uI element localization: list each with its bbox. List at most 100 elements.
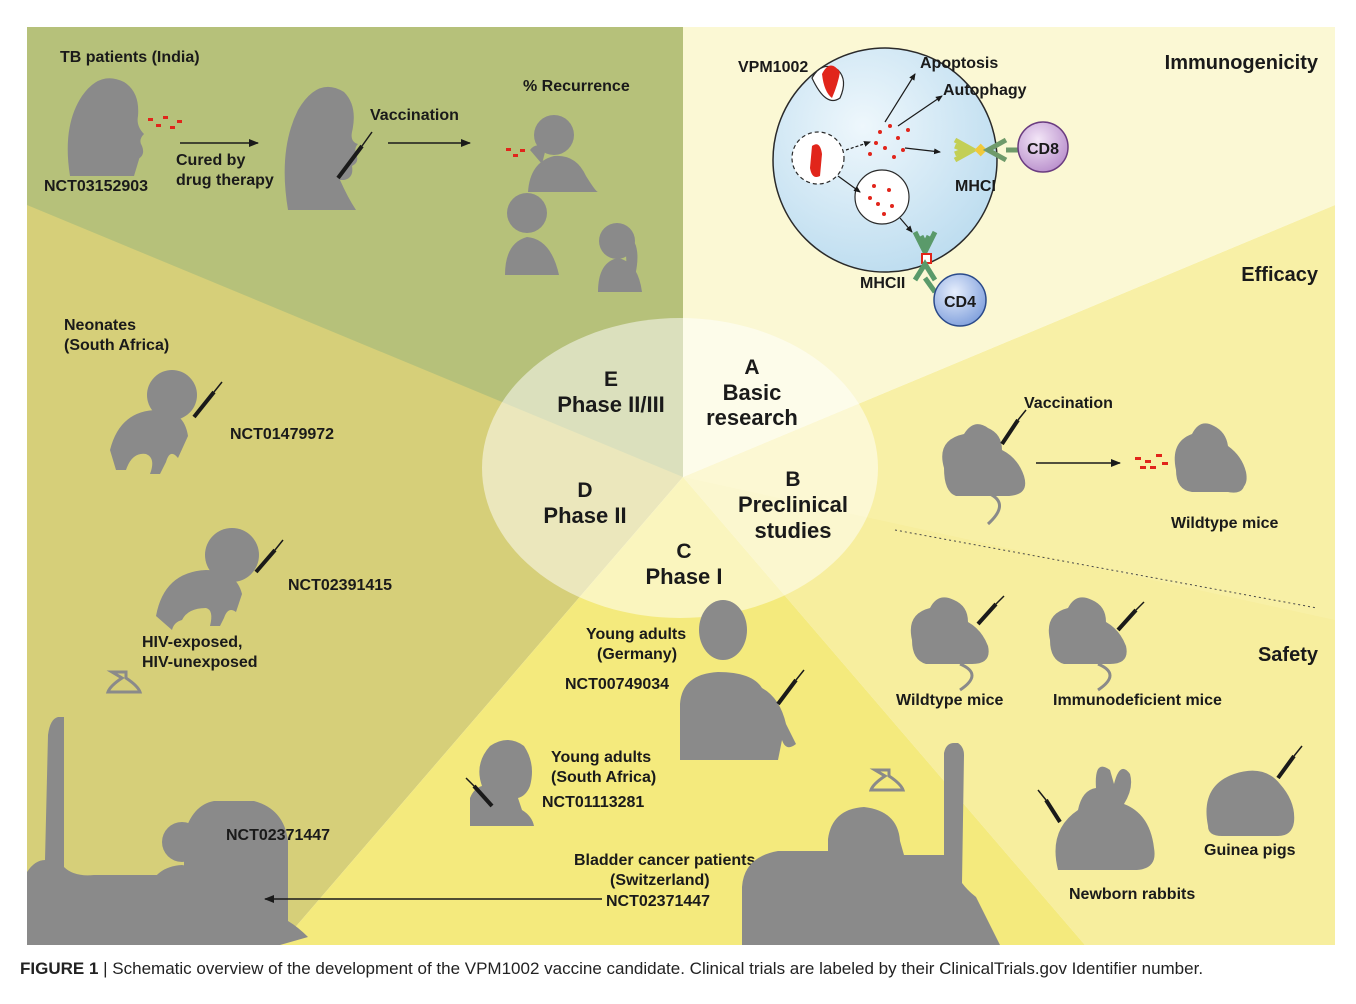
immunogenicity-heading: Immunogenicity: [1165, 52, 1319, 74]
caption-text: Schematic overview of the development of…: [112, 959, 1204, 978]
caption-label: FIGURE 1: [20, 959, 99, 978]
tb-patients-label: TB patients (India): [60, 49, 200, 66]
vpm1002-label: VPM1002: [738, 59, 808, 76]
germany-label-2: (Germany): [597, 646, 677, 663]
hiv-label-2: HIV-unexposed: [142, 654, 258, 671]
section-a-line2: research: [706, 405, 798, 430]
clinic-scene-left: [27, 670, 308, 945]
safety-rabbits-label: Newborn rabbits: [1069, 886, 1195, 903]
apoptosis-label: Apoptosis: [920, 55, 998, 72]
section-e-letter: E: [604, 368, 618, 391]
syringe-icon: [254, 539, 284, 574]
section-b: B Preclinical studies: [738, 468, 848, 543]
mhc1-label: MHCI: [955, 178, 996, 195]
efficacy-bacteria-icon: [1135, 454, 1168, 469]
syringe-icon: [1000, 409, 1027, 446]
sa-label-1: Young adults: [551, 749, 651, 766]
syringe-icon: [336, 131, 373, 180]
syringe-icon: [1276, 745, 1303, 780]
sa-label-2: (South Africa): [551, 769, 656, 786]
efficacy-heading: Efficacy: [1241, 264, 1319, 286]
sector-b-preclinical: [683, 205, 1335, 945]
bacterium-icon: [822, 65, 840, 98]
autophagosome: [854, 169, 910, 225]
recurrence-label: % Recurrence: [523, 78, 630, 95]
section-c-line1: Phase I: [645, 564, 722, 589]
syringe-icon: [192, 381, 223, 419]
sa-trial-id: NCT01113281: [542, 794, 644, 811]
rabbit-icon: [1055, 766, 1155, 870]
mhc2-label: MHCII: [860, 275, 905, 292]
section-e-line1: Phase II/III: [557, 392, 665, 417]
hiv-label-1: HIV-exposed,: [142, 634, 242, 651]
antigen-presenting-cell: [772, 47, 998, 273]
section-a-line1: Basic: [723, 380, 782, 405]
caption-separator: |: [98, 959, 113, 978]
mouse-vaccinated-icon: [942, 424, 1026, 526]
safety-guinea-pigs-label: Guinea pigs: [1204, 842, 1296, 859]
section-d: D Phase II: [543, 479, 626, 528]
recurrence-person-3-icon: [598, 223, 642, 292]
neonates-label-1: Neonates: [64, 317, 136, 334]
tb-patient-coughing-icon: [67, 78, 144, 176]
cd8-cell: [1017, 121, 1069, 173]
vaccinated-patient-icon: [284, 86, 358, 210]
syringe-icon: [976, 595, 1005, 626]
hiv-trial-id: NCT02391415: [288, 577, 392, 594]
mouse-immunodeficient-icon: [1048, 597, 1127, 692]
section-b-line2: studies: [754, 518, 831, 543]
figure-caption: FIGURE 1 | Schematic overview of the dev…: [20, 958, 1340, 980]
bladder-trial-id-left: NCT02371447: [226, 827, 330, 844]
bacterium-icon: [810, 144, 822, 177]
bladder-label-2: (Switzerland): [610, 872, 710, 889]
cd4-cell: [933, 273, 987, 327]
recurrence-droplets-icon: [506, 148, 525, 157]
bladder-label-1: Bladder cancer patients: [574, 852, 756, 869]
neonates-trial-id: NCT01479972: [230, 426, 334, 443]
neonates-label-2: (South Africa): [64, 337, 169, 354]
mouse-wildtype-efficacy-icon: [1174, 423, 1247, 493]
guinea-pig-icon: [1206, 770, 1295, 836]
section-b-line1: Preclinical: [738, 492, 848, 517]
safety-heading: Safety: [1258, 644, 1319, 666]
safety-highlight: [683, 477, 1335, 945]
section-b-letter: B: [785, 468, 800, 491]
vpm1002-development-diagram: A Basic research B Preclinical studies C…: [27, 27, 1335, 945]
safety-wildtype-label: Wildtype mice: [896, 692, 1004, 709]
droplets-icon: [148, 116, 182, 129]
section-c: C Phase I: [645, 540, 722, 589]
section-e: E Phase II/III: [557, 368, 665, 417]
young-adult-south-africa-icon: [470, 740, 534, 826]
syringe-icon: [776, 669, 805, 706]
mouse-wildtype-safety-icon: [910, 597, 989, 692]
efficacy-safety-divider: [894, 529, 1318, 609]
section-d-line1: Phase II: [543, 503, 626, 528]
antigen-fragments: [868, 124, 910, 159]
infant-2-icon: [156, 528, 259, 630]
infant-crawling-icon: [110, 370, 197, 474]
mhc1-receptor: [953, 137, 1022, 163]
cured-label-1: Cured by: [176, 152, 245, 169]
section-a: A Basic research: [706, 356, 798, 430]
sector-e-phase2-3: [27, 27, 683, 477]
section-c-letter: C: [676, 540, 691, 563]
syringe-icon: [1037, 789, 1062, 824]
syringe-icon: [465, 777, 494, 808]
autophagy-label: Autophagy: [943, 82, 1027, 99]
cd4-label: CD4: [944, 294, 976, 311]
clinic-scene-right: [742, 743, 1000, 945]
recurrence-person-1-icon: [528, 115, 598, 192]
central-ellipse: [482, 318, 878, 618]
young-adult-germany-icon: [680, 600, 796, 760]
cured-label-2: drug therapy: [176, 172, 274, 189]
germany-label-1: Young adults: [586, 626, 686, 643]
mhc2-receptor: [912, 230, 938, 294]
section-d-letter: D: [577, 479, 592, 502]
efficacy-vaccination-label: Vaccination: [1024, 395, 1113, 412]
bladder-trial-id: NCT02371447: [606, 893, 710, 910]
cd8-label: CD8: [1027, 141, 1059, 158]
syringe-icon: [1116, 601, 1145, 632]
section-a-letter: A: [744, 356, 759, 379]
vaccination-label-e: Vaccination: [370, 107, 459, 124]
tb-trial-id: NCT03152903: [44, 178, 148, 195]
